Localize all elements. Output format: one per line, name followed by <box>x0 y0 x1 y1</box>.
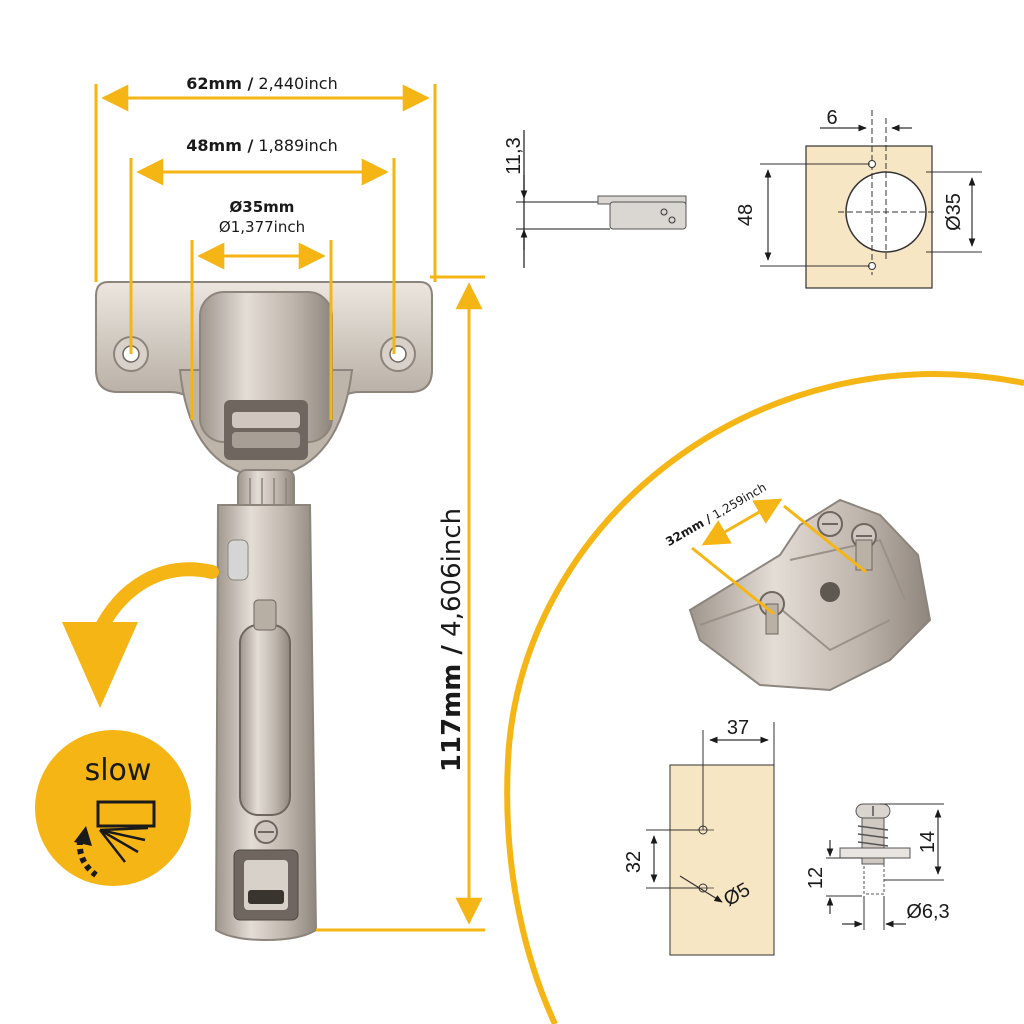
screw-icon <box>817 511 843 537</box>
plate-hole-spacing-label: 32 <box>623 851 645 873</box>
screw-diameter-label: Ø6,3 <box>906 901 949 923</box>
divider-arc <box>504 371 1024 1024</box>
curved-arrow-icon <box>93 562 219 637</box>
side-view-drawing <box>516 130 687 268</box>
screw-detail-drawing <box>826 803 944 930</box>
cup-plan-drawing <box>760 110 982 289</box>
slow-close-badge: slow <box>35 562 219 886</box>
screw-shank-length-label: 12 <box>805 867 827 889</box>
side-height-label: 11,3 <box>503 137 525 174</box>
plate-width-label: 37 <box>727 717 749 739</box>
width-total-label: 62mm / 2,440inch <box>186 74 337 93</box>
length-label: 117mm / 4,606inch <box>437 508 467 772</box>
cup-hole-spacing-label: 48 <box>735 204 757 226</box>
plate-drill-drawing <box>646 722 775 956</box>
cup-diameter-label: Ø35 <box>943 193 965 231</box>
cup-diameter-metric-label: Ø35mm <box>230 198 295 216</box>
soft-close-icon <box>74 800 156 878</box>
screw-icon <box>851 523 877 571</box>
dimension-lines-hinge <box>94 84 485 932</box>
cup-hole-offset-label: 6 <box>826 107 837 129</box>
hinge-illustration <box>95 281 433 942</box>
cup-diameter-imperial-label: Ø1,377inch <box>219 218 305 236</box>
slow-label: slow <box>85 753 152 788</box>
hole-spacing-label: 48mm / 1,889inch <box>186 136 337 155</box>
mounting-plate-illustration <box>688 498 932 692</box>
screw-total-length-label: 14 <box>917 831 939 853</box>
